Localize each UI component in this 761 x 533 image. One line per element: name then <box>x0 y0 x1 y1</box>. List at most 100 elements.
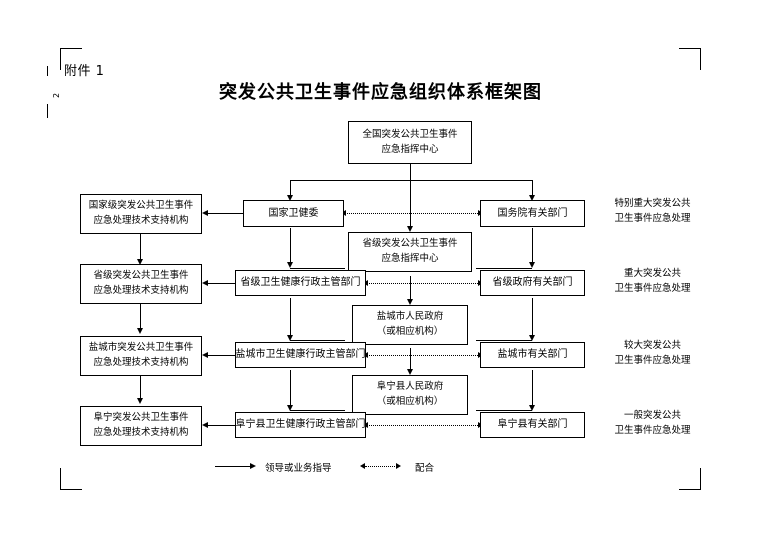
node-national-command-line2: 应急指挥中心 <box>381 143 439 155</box>
level-label-general: 一般突发公共 卫生事件应急处理 <box>600 408 705 438</box>
connector-provincial-command-down <box>410 276 411 302</box>
arrow-nhc-down <box>287 262 293 268</box>
arrow-tech-yancheng-down <box>137 398 143 404</box>
connector-yancheng-health-to-tech <box>205 355 243 356</box>
connector-nhc-to-tech-national <box>205 213 243 214</box>
connector-funing-gov-right <box>476 410 532 411</box>
crop-mark-bottom-left-v <box>60 468 61 490</box>
connector-yancheng-gov-left <box>290 340 345 341</box>
level-label-relatively-major-line1: 较大突发公共 <box>623 340 681 351</box>
node-tech-funing-line1: 阜宁突发公共卫生事件 <box>93 412 189 424</box>
connector-to-nhc <box>290 180 291 197</box>
connector-national-down <box>410 164 411 180</box>
arrow-yancheng-health-to-tech <box>202 352 208 358</box>
node-tech-yancheng-line2: 应急处理技术支持机构 <box>93 357 189 368</box>
node-funing-gov[interactable]: 阜宁县人民政府 （或相应机构） <box>352 375 468 415</box>
node-yancheng-health-admin[interactable]: 盐城市卫生健康行政主管部门 <box>235 342 366 368</box>
attachment-label: 附件 1 <box>64 64 105 79</box>
node-tech-national[interactable]: 国家级突发公共卫生事件 应急处理技术支持机构 <box>80 194 202 234</box>
connector-tech-national-down <box>140 232 141 262</box>
level-label-general-line1: 一般突发公共 <box>623 410 681 421</box>
node-funing-depts[interactable]: 阜宁县有关部门 <box>480 412 585 438</box>
node-funing-gov-line1: 阜宁县人民政府 <box>376 381 444 393</box>
arrow-to-state-council <box>529 195 535 201</box>
connector-yancheng-health-down <box>290 370 291 408</box>
node-provincial-gov-depts-line1: 省级政府有关部门 <box>492 277 573 289</box>
arrow-yancheng-health-down <box>287 405 293 411</box>
node-funing-health-admin[interactable]: 阜宁县卫生健康行政主管部门 <box>235 412 366 438</box>
crop-mark-top-right-v <box>700 48 701 70</box>
level-label-major-line2: 卫生事件应急处理 <box>614 283 691 295</box>
node-state-council-depts[interactable]: 国务院有关部门 <box>480 200 585 227</box>
arrow-to-nhc <box>287 195 293 201</box>
level-label-extremely-major-line2: 卫生事件应急处理 <box>614 213 691 225</box>
level-label-relatively-major-line2: 卫生事件应急处理 <box>614 355 691 367</box>
connector-statecouncil-down <box>532 228 533 265</box>
level-label-major-line1: 重大突发公共 <box>623 268 681 279</box>
node-tech-funing[interactable]: 阜宁突发公共卫生事件 应急处理技术支持机构 <box>80 406 202 446</box>
connector-nhc-down <box>290 228 291 265</box>
node-provincial-health-admin[interactable]: 省级卫生健康行政主管部门 <box>235 270 366 296</box>
crop-mark-top-right-h <box>679 48 701 49</box>
connector-provincial-command-right <box>476 268 532 269</box>
node-provincial-command-line2: 应急指挥中心 <box>381 253 439 264</box>
node-yancheng-gov-line2: （或相应机构） <box>376 326 444 337</box>
connector-prov-health-down <box>290 298 291 338</box>
node-funing-health-admin-line1: 阜宁县卫生健康行政主管部门 <box>235 419 366 431</box>
crop-mark-bottom-right-v <box>700 468 701 490</box>
arrow-prov-health-to-tech <box>202 280 208 286</box>
arrow-yancheng-depts-down <box>529 405 535 411</box>
crop-mark-top-left-v <box>60 48 61 70</box>
node-tech-national-line2: 应急处理技术支持机构 <box>93 215 189 226</box>
legend-dotted-arrowhead-right <box>396 463 401 469</box>
arrow-tech-national-down <box>137 259 143 265</box>
node-national-command[interactable]: 全国突发公共卫生事件 应急指挥中心 <box>348 121 472 164</box>
node-yancheng-depts-line1: 盐城市有关部门 <box>497 349 568 361</box>
node-provincial-gov-depts[interactable]: 省级政府有关部门 <box>480 270 585 296</box>
legend-solid-line <box>215 466 251 467</box>
node-national-nhc-line1: 国家卫健委 <box>268 207 319 219</box>
connector-yancheng-depts-down <box>532 370 533 408</box>
connector-funing-dotted <box>366 425 480 426</box>
page-number-rule-top <box>47 66 48 76</box>
connector-tech-yancheng-down <box>140 374 141 401</box>
legend-dotted-arrowhead-left <box>360 463 365 469</box>
connector-to-state-council <box>532 180 533 197</box>
connector-prov-depts-down <box>532 298 533 338</box>
node-tech-provincial[interactable]: 省级突发公共卫生事件 应急处理技术支持机构 <box>80 264 202 304</box>
level-label-relatively-major: 较大突发公共 卫生事件应急处理 <box>600 338 705 368</box>
node-funing-depts-line1: 阜宁县有关部门 <box>497 419 568 431</box>
legend-solid-arrowhead <box>250 463 256 469</box>
node-tech-yancheng[interactable]: 盐城市突发公共卫生事件 应急处理技术支持机构 <box>80 336 202 376</box>
node-provincial-health-admin-line1: 省级卫生健康行政主管部门 <box>240 277 361 289</box>
level-label-extremely-major-line1: 特别重大突发公共 <box>614 198 691 209</box>
arrow-prov-health-down <box>287 335 293 341</box>
arrow-provincial-command-down <box>407 299 413 305</box>
node-tech-yancheng-line1: 盐城市突发公共卫生事件 <box>88 342 194 354</box>
connector-yancheng-gov-right <box>476 340 532 341</box>
connector-national-bus <box>290 180 533 181</box>
level-label-general-line2: 卫生事件应急处理 <box>614 425 691 437</box>
connector-funing-gov-left <box>290 410 345 411</box>
node-national-nhc[interactable]: 国家卫健委 <box>243 200 344 227</box>
arrow-prov-depts-down <box>529 335 535 341</box>
node-funing-gov-line2: （或相应机构） <box>376 396 444 407</box>
level-label-major: 重大突发公共 卫生事件应急处理 <box>600 266 705 296</box>
page-title: 突发公共卫生事件应急组织体系框架图 <box>219 82 542 103</box>
connector-yancheng-dotted <box>366 355 480 356</box>
arrow-statecouncil-down <box>529 262 535 268</box>
legend-dotted-line <box>365 466 397 467</box>
node-yancheng-gov[interactable]: 盐城市人民政府 （或相应机构） <box>352 305 468 345</box>
arrow-tech-prov-down <box>137 328 143 334</box>
node-provincial-command[interactable]: 省级突发公共卫生事件 应急指挥中心 <box>348 232 472 272</box>
node-provincial-command-line1: 省级突发公共卫生事件 <box>362 238 458 250</box>
connector-to-provincial-command <box>410 180 411 229</box>
node-state-council-depts-line1: 国务院有关部门 <box>497 207 568 219</box>
arrow-yancheng-gov-down <box>407 369 413 375</box>
arrow-nhc-to-tech-national <box>202 210 208 216</box>
connector-tech-prov-down <box>140 302 141 331</box>
connector-nhc-statecouncil-dotted <box>344 213 480 214</box>
node-national-command-line1: 全国突发公共卫生事件 <box>362 128 458 140</box>
node-yancheng-depts[interactable]: 盐城市有关部门 <box>480 342 585 368</box>
